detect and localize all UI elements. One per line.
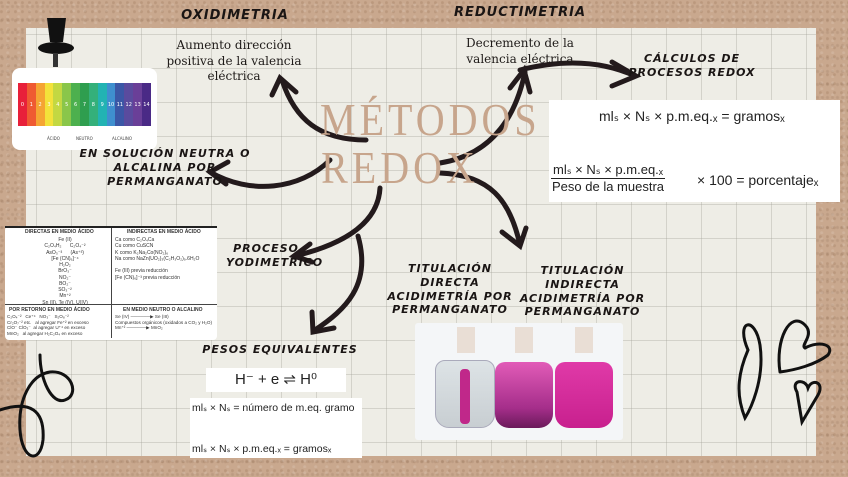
- arrow-to-directa: [437, 170, 523, 248]
- table-header-indirectas: INDIRECTAS EN MEDIO ÁCIDO: [127, 229, 201, 235]
- fraction-denominator: Peso de la muestra: [552, 179, 665, 194]
- center-title: MÉTODOS REDOX: [320, 93, 541, 194]
- calculos-equations: mlₛ × Nₛ × p.m.eq.ₓ = gramosₓ mlₛ × Nₛ ×…: [549, 100, 840, 202]
- ph-cell: 7: [80, 83, 89, 126]
- ph-label-acid: ÁCIDO: [47, 136, 60, 141]
- arrow-to-neutra: [207, 157, 333, 189]
- ph-cell: 13: [133, 83, 143, 126]
- equation-percent-fraction: mlₛ × Nₛ × p.m.eq.ₓ Peso de la muestra: [551, 162, 666, 194]
- calculos-title: CÁLCULOS DE PROCESOS REDOX: [628, 52, 756, 79]
- table-cell-retorno: C₂O₄⁻² Ce⁺⁴ NO₃⁻ S₂O₈⁻² Cr₂O₇⁻² etc. al …: [7, 314, 89, 337]
- ph-label-alkaline: ALCALINO: [112, 136, 133, 141]
- equation-percent-rest: × 100 = porcentajeₓ: [697, 172, 819, 188]
- arrow-to-reductimetria: [437, 69, 528, 166]
- ph-cell: 2: [35, 83, 45, 126]
- ph-cell: 10: [106, 83, 116, 126]
- table-cell-directas: Fe (II) C₂O₄H₂ C₂O₄⁻² AsO₃⁻³ (As⁺³) [Fe …: [42, 237, 88, 306]
- bottle-partial-mix: [495, 362, 553, 428]
- table-cell-indirectas: Ca como C₂O₄Ca Cu como CuSCN K como K₂Na…: [115, 237, 200, 281]
- center-title-line1: MÉTODOS: [320, 93, 541, 146]
- permanganate-bottles-photo: [415, 323, 623, 440]
- table-header-directas: DIRECTAS EN MEDIO ÁCIDO: [25, 229, 94, 235]
- center-title-line2: REDOX: [321, 141, 479, 194]
- ph-label-neutral: NEUTRO: [76, 136, 93, 141]
- ph-cell: 9: [97, 83, 107, 126]
- swirl-doodle: [0, 353, 75, 458]
- reductimetria-desc: Decremento de la valencia eléctrica: [466, 36, 574, 66]
- yodimetrico-title: PROCESO YODIMETRICO: [226, 242, 324, 269]
- reductimetria-title: REDUCTIMETRIA: [453, 5, 587, 20]
- pesos-equations: mlₛ × Nₛ = número de m.eq. gramo mlₛ × N…: [190, 398, 362, 458]
- arrow-to-yodimetrico: [292, 185, 383, 259]
- ph-cell: 1: [26, 83, 36, 126]
- arrow-to-oxidimetria: [279, 77, 369, 143]
- heart-doodle-small: [793, 380, 822, 427]
- oxidimetria-desc: Aumento dirección positiva de la valenci…: [166, 38, 302, 84]
- decorative-doodles: [0, 319, 832, 458]
- fraction-numerator: mlₛ × Nₛ × p.m.eq.ₓ: [551, 162, 666, 179]
- arrow-to-pesos: [312, 233, 365, 333]
- table-header-retorno: POR RETORNO EN MEDIO ÁCIDO: [9, 307, 90, 313]
- grid-paper-background: [26, 28, 816, 456]
- oxidimetria-title: OXIDIMETRIA: [181, 8, 289, 23]
- equation-grams: mlₛ × Nₛ × p.m.eq.ₓ = gramosₓ: [599, 108, 785, 124]
- directa-title: TITULACIÓN DIRECTA ACIDIMETRÍA POR PERMA…: [387, 262, 513, 317]
- ph-cell: 12: [124, 83, 134, 126]
- heart-doodle-large: [737, 323, 763, 422]
- ph-cell: 6: [71, 83, 81, 126]
- equation-pesos-grams: mlₛ × Nₛ × p.m.eq.ₓ = gramosₓ: [192, 443, 332, 455]
- redox-methods-table: DIRECTAS EN MEDIO ÁCIDO INDIRECTAS EN ME…: [5, 226, 217, 340]
- hydrogen-reaction: H⁻ + e ⇌ H⁰: [206, 368, 346, 392]
- ph-cell: 4: [53, 83, 63, 126]
- neutra-title: EN SOLUCIÓN NEUTRA O ALCALINA POR PERMAN…: [79, 147, 251, 188]
- ph-cell: 0: [18, 83, 27, 126]
- pushpin-icon: [38, 18, 74, 67]
- ph-cell: 14: [142, 83, 151, 126]
- heart-doodle-top: [777, 319, 832, 374]
- ph-cell: 5: [62, 83, 72, 126]
- table-header-neutro: EN MEDIO NEUTRO O ALCALINO: [123, 307, 203, 313]
- equation-meq: mlₛ × Nₛ = número de m.eq. gramo: [192, 402, 355, 414]
- table-cell-neutro: Se (IV) ──────▶ Se (III) Compuestos orgá…: [115, 314, 213, 331]
- bottle-full-pink: [555, 362, 613, 428]
- pesos-title: PESOS EQUIVALENTES: [202, 343, 358, 356]
- ph-cell: 3: [44, 83, 54, 126]
- bottle-clear-with-drop: [435, 360, 495, 428]
- ph-cell: 8: [88, 83, 98, 126]
- ph-cell: 11: [115, 83, 125, 126]
- indirecta-title: TITULACIÓN INDIRECTA ACIDIMETRÍA POR PER…: [519, 264, 646, 319]
